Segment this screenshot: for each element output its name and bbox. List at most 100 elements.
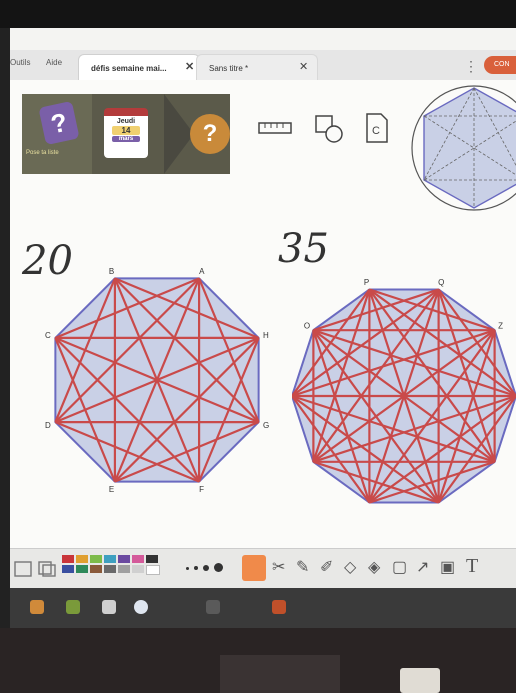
calendar-month: mars [112,136,140,142]
diagonal-line [437,289,496,463]
vertex-label: H [263,331,269,340]
screen-stand [220,655,340,693]
swatch[interactable] [118,555,130,563]
diagonal-line [292,395,371,504]
browser-icon[interactable] [134,600,148,614]
shapes-icon[interactable] [314,114,344,144]
select-tool-button[interactable] [242,555,266,581]
banner-arrow [164,94,194,174]
diagonal-line [369,460,495,504]
swatch[interactable] [90,565,102,573]
count-right: 35 [278,226,329,272]
swatch[interactable] [62,555,74,563]
color-palette[interactable] [62,555,182,583]
ruler-icon[interactable] [258,120,292,136]
diagonal-line [292,288,440,397]
diagonal-line [292,329,495,398]
svg-text:C: C [372,125,380,137]
diagonal-line [312,329,371,503]
tools-icon[interactable]: ✂ [272,559,286,576]
question-coin-icon: ? [190,114,230,154]
diagonal-line [54,337,116,483]
swatch[interactable] [104,565,116,573]
marker-icon[interactable]: ✐ [320,559,334,576]
whiteboard-screen: Outils Aide défis semaine mai... ✕ Sans … [10,28,516,628]
text-tool-icon[interactable]: T [466,555,479,577]
swatch[interactable] [146,565,160,575]
top-bezel [0,0,516,28]
diagonal-line [368,288,516,397]
save-icon[interactable] [14,561,32,577]
swatch[interactable] [62,565,74,573]
swatch[interactable] [118,565,130,573]
tab-sans-titre[interactable]: Sans titre * ✕ [196,54,318,81]
calendar-icon: Jeudi 14 mars [104,108,148,158]
swatch[interactable] [146,555,158,563]
diagonal-line [437,329,496,503]
diagonal-line [312,329,496,463]
calendar-number: 14 [112,126,140,135]
drawing-canvas[interactable]: ? Pose ta liste Jeudi 14 mars ? [10,80,516,548]
diagonal-line [54,336,260,424]
vertex-label: C [45,331,51,340]
swatch[interactable] [76,555,88,563]
eraser-icon[interactable]: ◇ [344,559,357,576]
diagonal-line [54,421,200,483]
vertex-label: Z [498,321,503,330]
pen-icon[interactable]: ✎ [296,559,310,576]
vertex-label: A [199,267,205,276]
diagonal-line [313,394,516,463]
document-icon[interactable]: C [364,112,390,144]
decagon-diagram: PQZDO [292,278,516,504]
line-tool-icon[interactable]: ↗ [416,559,430,576]
diagonal-line [368,395,516,504]
tab-bar: Outils Aide défis semaine mai... ✕ Sans … [10,50,516,81]
more-options-icon[interactable]: ⋮ [464,58,478,74]
close-icon[interactable]: ✕ [299,61,309,73]
diagonal-line [54,277,200,339]
swatch[interactable] [132,565,144,573]
circle-polygon-figure [411,85,516,211]
header-banner: ? Pose ta liste Jeudi 14 mars ? [22,94,230,174]
swatch[interactable] [132,555,144,563]
banner-question-label: Pose ta liste [26,150,59,156]
swatch[interactable] [104,555,116,563]
vertex-label: P [364,278,369,287]
app-icon[interactable] [272,600,286,614]
close-icon[interactable]: ✕ [185,61,195,73]
copy-icon[interactable] [38,561,56,577]
menu-outils[interactable]: Outils [10,58,31,67]
diagonal-line [312,289,371,463]
app-icon[interactable] [206,600,220,614]
image-tool-icon[interactable]: ▣ [440,559,456,576]
tab-sans-titre-label: Sans titre * [209,64,249,73]
vertex-label: O [304,321,310,330]
diagonal-line [114,421,260,483]
app-icon[interactable] [30,600,44,614]
wall-socket [400,668,440,693]
app-icon[interactable] [66,600,80,614]
shape-tool-icon[interactable]: ▢ [392,559,408,576]
swatch[interactable] [90,555,102,563]
tab-defis[interactable]: défis semaine mai... ✕ [78,54,200,81]
vertex-label: G [263,421,269,430]
calendar-day: Jeudi [116,118,136,125]
connect-button[interactable]: CON [484,56,516,74]
diagonal-line [292,394,495,463]
menu-aide[interactable]: Aide [46,58,63,67]
diagonal-line [292,395,440,504]
swatch[interactable] [76,565,88,573]
count-left: 20 [22,238,73,284]
app-icon[interactable] [102,600,116,614]
vertex-label: E [109,485,114,494]
fill-bucket-icon[interactable]: ◈ [368,559,381,576]
diagonal-line [313,329,516,398]
vertex-label: B [109,267,114,276]
diagonal-line [312,329,440,504]
vertex-label: D [45,421,51,430]
diagonal-line [54,337,200,483]
taskbar [10,588,516,628]
stroke-size-picker[interactable] [186,557,226,581]
